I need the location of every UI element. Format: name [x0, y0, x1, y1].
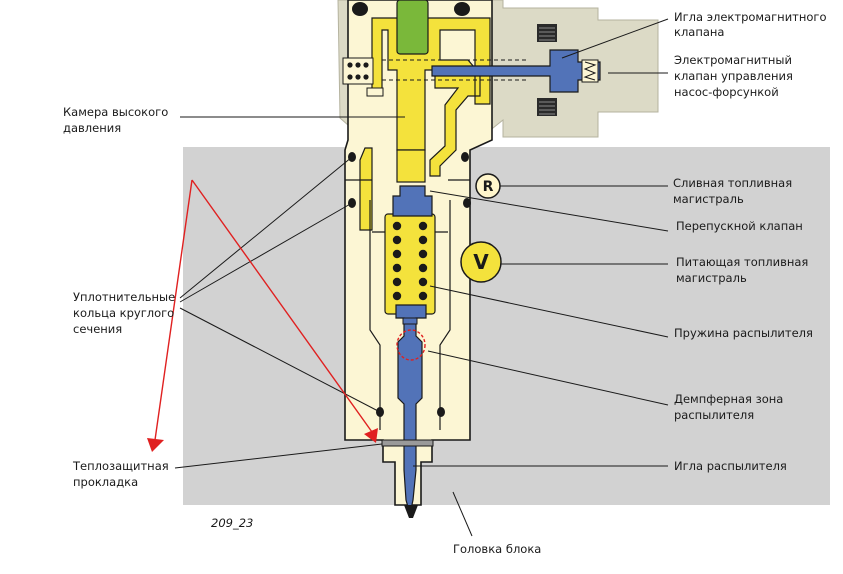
- solenoid-coil-top: [537, 24, 557, 42]
- label-return-line: Сливная топливная магистраль: [673, 176, 796, 206]
- supply-marker-label: V: [473, 250, 489, 274]
- small-valve: [366, 87, 384, 97]
- label-solenoid-valve: Электромагнитный клапан управления насос…: [674, 53, 797, 99]
- solenoid-coil-bottom: [537, 98, 557, 116]
- label-o-rings: Уплотнительные кольца круглого сечения: [73, 290, 179, 336]
- o-rings: [348, 152, 471, 417]
- bolt-left: [352, 2, 368, 16]
- label-solenoid-needle: Игла электромагнитного клапана: [674, 10, 830, 39]
- heat-shield: [381, 439, 434, 447]
- solenoid-needle: [431, 49, 601, 93]
- nozzle-spring: [392, 221, 428, 301]
- pump-piston: [396, 0, 429, 55]
- bolt-right: [454, 2, 470, 16]
- small-spring: [342, 57, 374, 85]
- label-heat-shield: Теплозащитная прокладка: [72, 459, 172, 489]
- supply-marker-circle: [460, 241, 502, 283]
- red-arrows: [147, 179, 378, 452]
- label-damper-zone: Демпферная зона распылителя: [674, 392, 787, 422]
- leader-lines: [174, 18, 669, 537]
- label-high-pressure-chamber: Камера высокого давления: [63, 105, 172, 135]
- damper-zone-marker: [396, 329, 426, 361]
- label-nozzle-spring: Пружина распылителя: [674, 326, 813, 340]
- figure-code: 209_23: [211, 516, 253, 530]
- label-supply-line: Питающая топливная магистраль: [676, 255, 812, 285]
- nozzle-tip: [404, 505, 418, 518]
- label-bypass-valve: Перепускной клапан: [676, 219, 803, 233]
- bypass-valve: [392, 185, 433, 217]
- label-cylinder-head: Головка блока: [453, 542, 541, 556]
- body-contours: [345, 179, 470, 430]
- return-marker-label: R: [483, 179, 494, 195]
- label-nozzle-needle: Игла распылителя: [674, 459, 787, 473]
